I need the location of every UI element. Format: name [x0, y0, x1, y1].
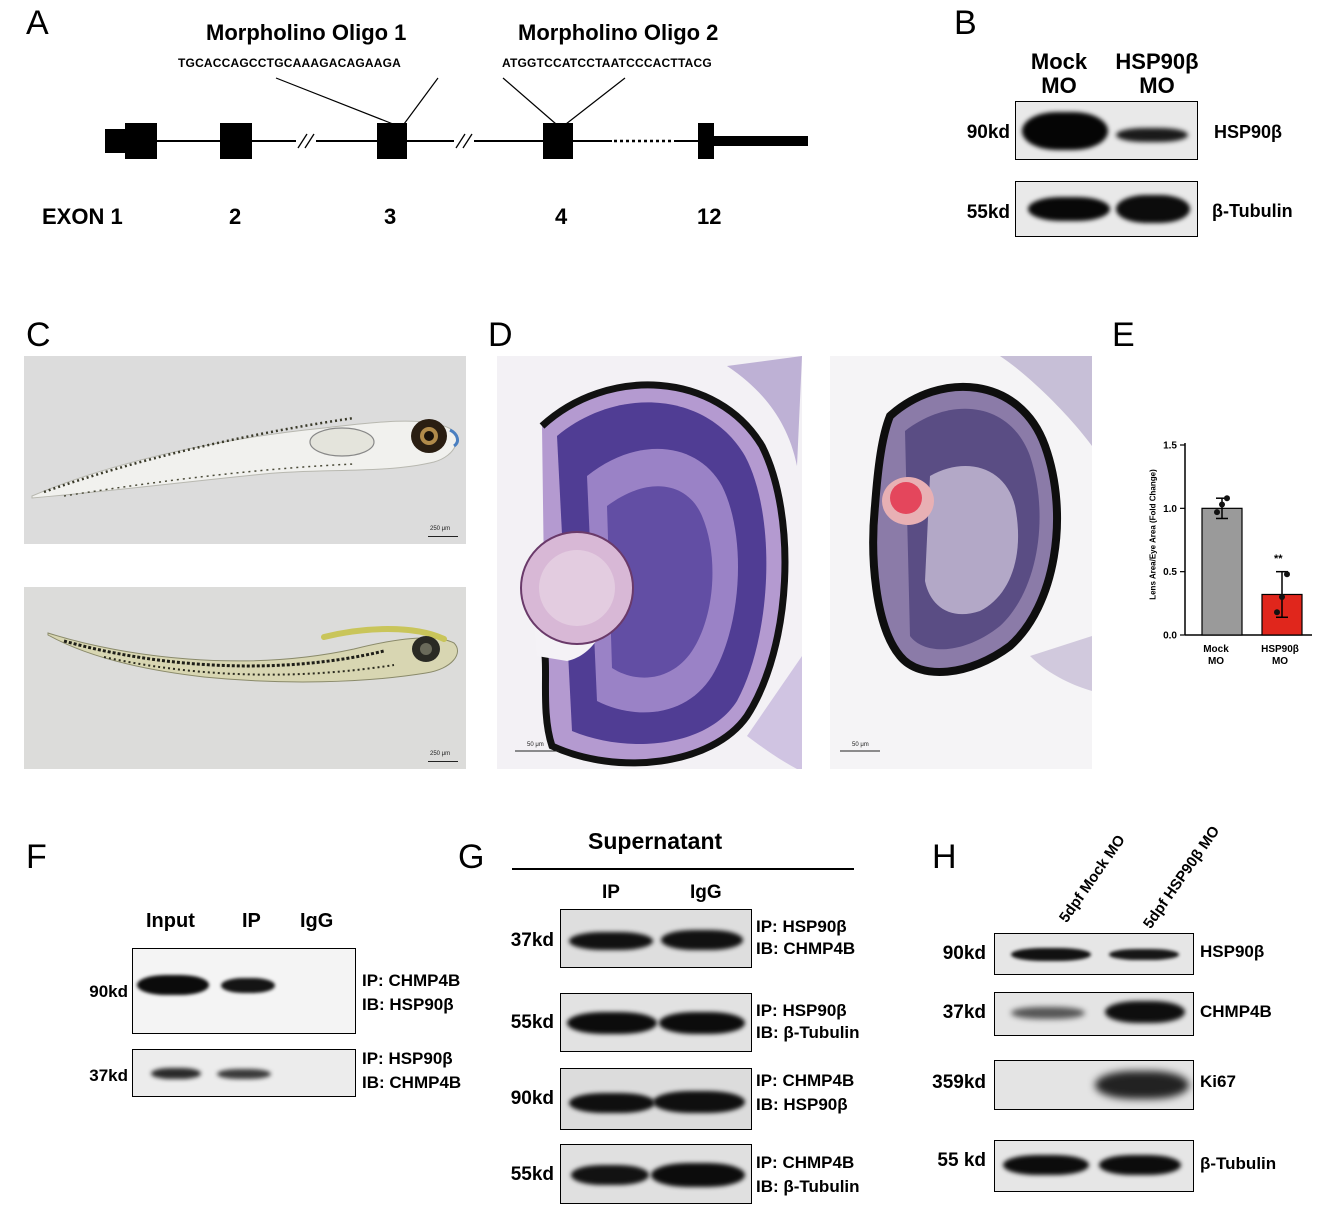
- scale-bar-d-left: 50 μm: [527, 742, 544, 748]
- h-blot-hsp90: [994, 933, 1194, 975]
- h-kd-2: 37kd: [942, 1002, 986, 1023]
- g-ib-4: IB: β-Tubulin: [756, 1177, 860, 1196]
- f-lane-igg: IgG: [300, 910, 334, 932]
- b-lane-hsp: HSP90β MO: [1115, 49, 1199, 98]
- f-kd-37: 37kd: [89, 1066, 128, 1085]
- e-ytick-label-1: 0.5: [1163, 567, 1177, 578]
- eye-section-mock: 50 μm: [497, 356, 802, 769]
- e-point-0-1: [1219, 501, 1225, 508]
- e-bar-0: [1201, 507, 1243, 636]
- mo2-title: Morpholino Oligo 2: [518, 20, 719, 45]
- h-lane-mock: 5dpf Mock MO: [1056, 832, 1129, 926]
- g-ib-3: IB: HSP90β: [756, 1095, 848, 1114]
- e-point-0-0: [1214, 509, 1220, 516]
- h-label-tubulin: β-Tubulin: [1200, 1154, 1277, 1173]
- scale-bar-c-top: 250 μm: [430, 526, 451, 532]
- e-ytick-label-3: 1.5: [1163, 441, 1177, 452]
- b-label-tubulin: β-Tubulin: [1212, 201, 1293, 221]
- lens-area-bar-chart: 0.0 0.5 1.0 1.5: [1163, 441, 1312, 642]
- larva-photo-mock: 250 μm: [24, 356, 466, 544]
- mo1-title: Morpholino Oligo 1: [206, 20, 407, 45]
- gene-structure-diagram: [105, 77, 808, 159]
- g-ib-2: IB: β-Tubulin: [756, 1023, 860, 1042]
- f-blot-hsp90: [132, 948, 356, 1034]
- b-label-hsp90: HSP90β: [1214, 122, 1283, 142]
- panel-f-letter: F: [26, 838, 47, 876]
- e-ylabel: Lens Area/Eye Area (Fold Change): [1148, 469, 1158, 600]
- e-point-0-2: [1224, 495, 1230, 502]
- eye-section-hsp90b: 50 μm: [830, 356, 1092, 769]
- exon-label-2: 2: [229, 204, 242, 229]
- b-lane-mock: Mock MO: [1030, 49, 1088, 98]
- g-ip-2: IP: HSP90β: [756, 1001, 847, 1020]
- f-ib-2: IB: CHMP4B: [362, 1073, 462, 1092]
- h-label-hsp90: HSP90β: [1200, 942, 1265, 961]
- g-ip-3: IP: CHMP4B: [756, 1071, 855, 1090]
- larva-photo-hsp90b: 250 μm: [24, 587, 466, 769]
- panel-b-letter: B: [954, 4, 977, 42]
- f-lane-input: Input: [146, 910, 195, 932]
- h-blot-tubulin: [994, 1140, 1194, 1192]
- exon-label-1: EXON 1: [42, 204, 123, 229]
- g-lane-igg: IgG: [690, 882, 722, 903]
- mo1-sequence: TGCACCAGCCTGCAAAGACAGAAGA: [178, 56, 401, 70]
- f-ip-2: IP: HSP90β: [362, 1049, 453, 1068]
- panel-g-letter: G: [458, 838, 485, 876]
- g-blot-3: [560, 1068, 752, 1130]
- g-title-rule: [512, 868, 854, 870]
- h-kd-1: 90kd: [942, 943, 986, 964]
- e-cat2: HSP90β MO: [1261, 644, 1299, 667]
- h-kd-3: 359kd: [932, 1072, 986, 1093]
- e-significance: **: [1274, 553, 1283, 565]
- panel-e-letter: E: [1112, 316, 1135, 354]
- h-blot-ki67: [994, 1060, 1194, 1110]
- exon-label-3: 3: [384, 204, 397, 229]
- g-blot-2: [560, 993, 752, 1052]
- f-ib-1: IB: HSP90β: [362, 995, 454, 1014]
- e-point-1-1: [1279, 594, 1285, 600]
- e-ytick-label-2: 1.0: [1163, 504, 1177, 515]
- g-lane-ip: IP: [602, 882, 620, 903]
- g-ip-1: IP: HSP90β: [756, 917, 847, 936]
- e-cat1: Mock MO: [1203, 644, 1229, 667]
- g-blot-4: [560, 1144, 752, 1204]
- f-ip-1: IP: CHMP4B: [362, 971, 461, 990]
- exon-label-12: 12: [697, 204, 722, 229]
- f-blot-chmp4b: [132, 1049, 356, 1097]
- h-lane-hsp: 5dpf HSP90β MO: [1140, 823, 1224, 932]
- h-blot-chmp4b: [994, 992, 1194, 1036]
- b-kd-90: 90kd: [966, 122, 1010, 143]
- panel-c-letter: C: [26, 316, 51, 354]
- h-kd-4: 55 kd: [937, 1150, 986, 1171]
- f-lane-ip: IP: [242, 910, 261, 932]
- g-kd-3: 90kd: [510, 1088, 554, 1109]
- panel-d-letter: D: [488, 316, 513, 354]
- g-kd-2: 55kd: [510, 1012, 554, 1033]
- scale-bar-d-right: 50 μm: [852, 742, 869, 748]
- scale-bar-c-bottom: 250 μm: [430, 751, 451, 757]
- g-kd-1: 37kd: [510, 930, 554, 951]
- g-ip-4: IP: CHMP4B: [756, 1153, 855, 1172]
- e-ytick-label-0: 0.0: [1163, 631, 1177, 642]
- g-kd-4: 55kd: [510, 1164, 554, 1185]
- g-ib-1: IB: CHMP4B: [756, 939, 856, 958]
- f-kd-90: 90kd: [89, 982, 128, 1001]
- b-kd-55: 55kd: [966, 202, 1010, 223]
- h-label-ki67: Ki67: [1200, 1072, 1236, 1091]
- g-blot-1: [560, 909, 752, 968]
- mo2-sequence: ATGGTCCATCCTAATCCCACTTACG: [502, 56, 712, 70]
- exon-label-4: 4: [555, 204, 568, 229]
- e-point-1-2: [1284, 571, 1290, 578]
- panel-h-letter: H: [932, 838, 957, 876]
- e-point-1-0: [1274, 609, 1280, 616]
- panel-a-letter: A: [26, 4, 49, 42]
- g-title: Supernatant: [588, 828, 723, 854]
- b-blot-hsp90: [1015, 101, 1198, 160]
- h-label-chmp4b: CHMP4B: [1200, 1002, 1272, 1021]
- b-blot-tubulin: [1015, 181, 1198, 237]
